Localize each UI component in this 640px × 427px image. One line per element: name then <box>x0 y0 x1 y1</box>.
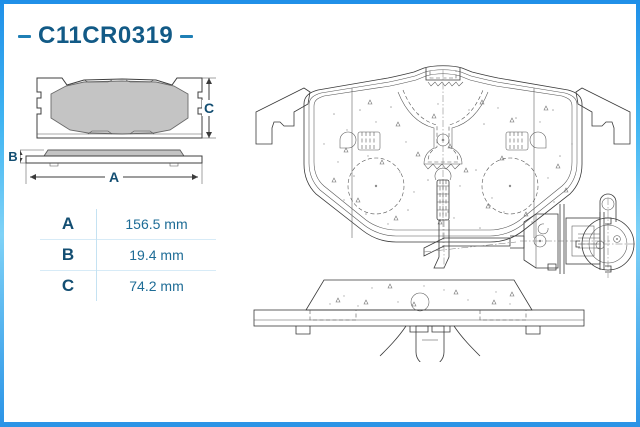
dimension-c-label: C <box>204 100 214 116</box>
cad-slot-right <box>505 131 529 151</box>
title-dash-left-icon <box>18 34 31 38</box>
cad-technical-drawing <box>253 65 636 362</box>
dimensions-table: A 156.5 mm B 19.4 mm C 74.2 mm <box>40 209 216 301</box>
pad-schematic-diagram: C B <box>7 77 217 185</box>
cad-wear-sensor <box>423 179 525 269</box>
product-code: C11CR0319 <box>38 22 174 49</box>
dimension-value: 19.4 mm <box>96 239 216 271</box>
dimension-c-annotation: C <box>202 77 217 139</box>
table-row: A 156.5 mm <box>40 209 216 240</box>
title-dash-right-icon <box>180 34 194 38</box>
pad-side-view <box>25 149 203 167</box>
cad-pad-edge-view <box>253 279 585 362</box>
dimension-b-label: B <box>8 149 17 164</box>
cad-slot-left <box>357 131 381 151</box>
cad-pad-plan-view <box>255 65 631 248</box>
dimension-a-label: A <box>109 169 119 185</box>
pad-front-view <box>36 77 203 139</box>
dimension-value: 156.5 mm <box>125 216 188 232</box>
dimension-value: 74.2 mm <box>96 270 216 301</box>
page-title: C11CR0319 <box>18 22 194 50</box>
dimension-key: B <box>40 239 97 271</box>
spec-sheet-canvas: C11CR0319 <box>4 4 636 422</box>
dimension-a-annotation: A <box>25 163 203 185</box>
table-row: C 74.2 mm <box>40 270 216 301</box>
dimension-key: A <box>40 209 97 240</box>
table-row: B 19.4 mm <box>40 239 216 271</box>
cad-connector-end-view <box>575 193 636 278</box>
cad-connector-side-view <box>520 204 610 274</box>
dimension-b-annotation: B <box>7 149 44 164</box>
dimension-key: C <box>40 270 97 301</box>
cad-texture-stipple <box>323 103 573 229</box>
